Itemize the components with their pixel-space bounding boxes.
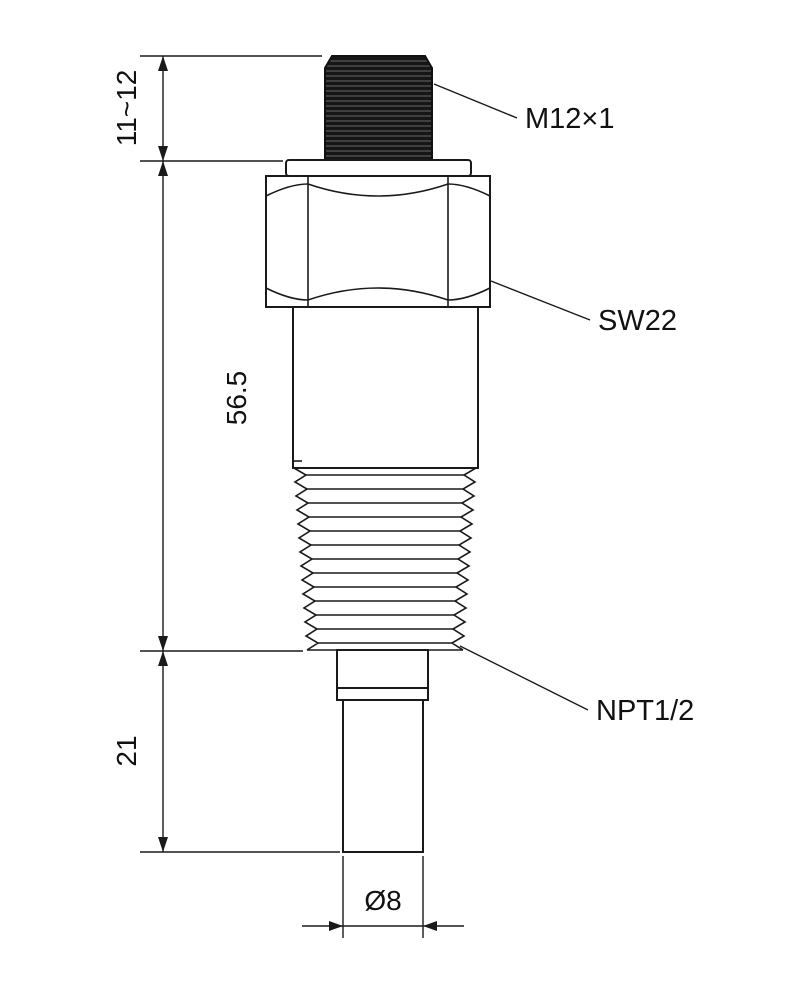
npt-thread-section — [293, 467, 477, 651]
dimension-probe-length: 21 — [111, 735, 142, 766]
flange-washer — [285, 159, 472, 177]
shoulder-neck — [336, 649, 429, 689]
arrow-left-tube-right — [423, 921, 437, 931]
dimension-probe-diameter: Ø8 — [364, 885, 401, 916]
dimension-exposed-thread-length: 11~12 — [111, 70, 142, 147]
label-m12-thread: M12×1 — [525, 103, 614, 135]
hex-nut — [265, 175, 491, 308]
hex-chamfer-top-middle — [307, 183, 449, 197]
label-hex-wrench: SW22 — [598, 305, 677, 337]
left-dimensions: 11~12 56.5 21 — [111, 55, 340, 853]
sensor-outline — [265, 55, 491, 853]
arrow-down-flange-top — [158, 146, 168, 161]
collar-band — [336, 687, 429, 701]
arrow-up-flange-top — [158, 161, 168, 176]
arrow-right-tube-left — [329, 921, 343, 931]
arrow-down-tube-end — [158, 837, 168, 852]
m12-threaded-stud — [324, 55, 433, 161]
label-process-thread: NPT1/2 — [596, 695, 694, 727]
hex-chamfer-bottom-middle — [307, 287, 449, 301]
leader-sw22 — [490, 280, 591, 321]
leader-npt — [459, 645, 589, 711]
npt-thread-crest-lines — [306, 474, 464, 644]
hex-nut-outline — [265, 175, 491, 308]
hex-chamfer-top-right — [447, 183, 491, 197]
arrow-up-stud-top — [158, 56, 168, 71]
arrow-down-thread-end — [158, 636, 168, 651]
hex-chamfer-top-left — [265, 183, 309, 197]
hex-chamfer-bottom-right — [447, 287, 491, 301]
arrow-up-thread-end — [158, 651, 168, 666]
probe-tube — [342, 699, 424, 853]
dimension-body-length: 56.5 — [221, 371, 252, 426]
leader-m12 — [433, 83, 518, 119]
callouts: M12×1 SW22 NPT1/2 — [433, 83, 694, 727]
hex-chamfer-bottom-left — [265, 287, 309, 301]
diameter-dimension: Ø8 — [302, 856, 464, 938]
cylinder-body — [292, 306, 479, 469]
